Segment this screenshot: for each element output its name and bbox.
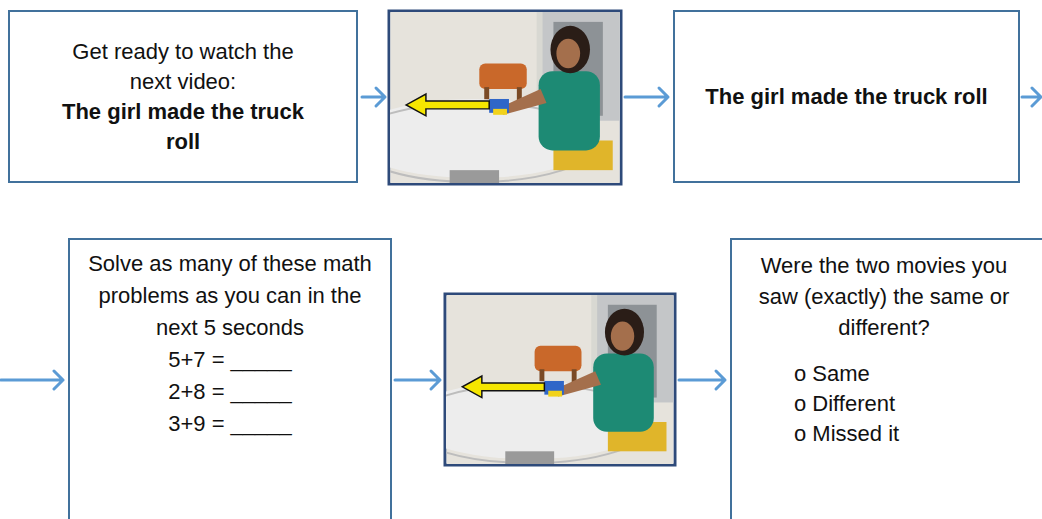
photo-frame: [408, 294, 675, 465]
box-text: 3+9 = _____: [82, 408, 378, 440]
box-text: Get ready to watch the next video:: [50, 37, 316, 97]
process-box: Were the two movies you saw (exactly) th…: [730, 238, 1042, 519]
box-text: The girl made the truck roll: [705, 82, 988, 112]
box-text: o Different: [742, 389, 1042, 419]
box-text: The girl made the truck roll: [50, 97, 316, 157]
photo-frame: [351, 11, 621, 184]
process-box: Get ready to watch the next video:The gi…: [8, 10, 358, 183]
box-text: Were the two movies you saw (exactly) th…: [742, 250, 1026, 343]
box-text: 2+8 = _____: [82, 376, 378, 408]
box-text: 5+7 = _____: [82, 344, 378, 376]
box-text: o Same: [742, 359, 1042, 389]
box-text: Solve as many of these math problems as …: [82, 248, 378, 344]
process-box: Solve as many of these math problems as …: [68, 238, 392, 519]
process-box: The girl made the truck roll: [673, 10, 1020, 183]
box-text: o Missed it: [742, 419, 1042, 449]
